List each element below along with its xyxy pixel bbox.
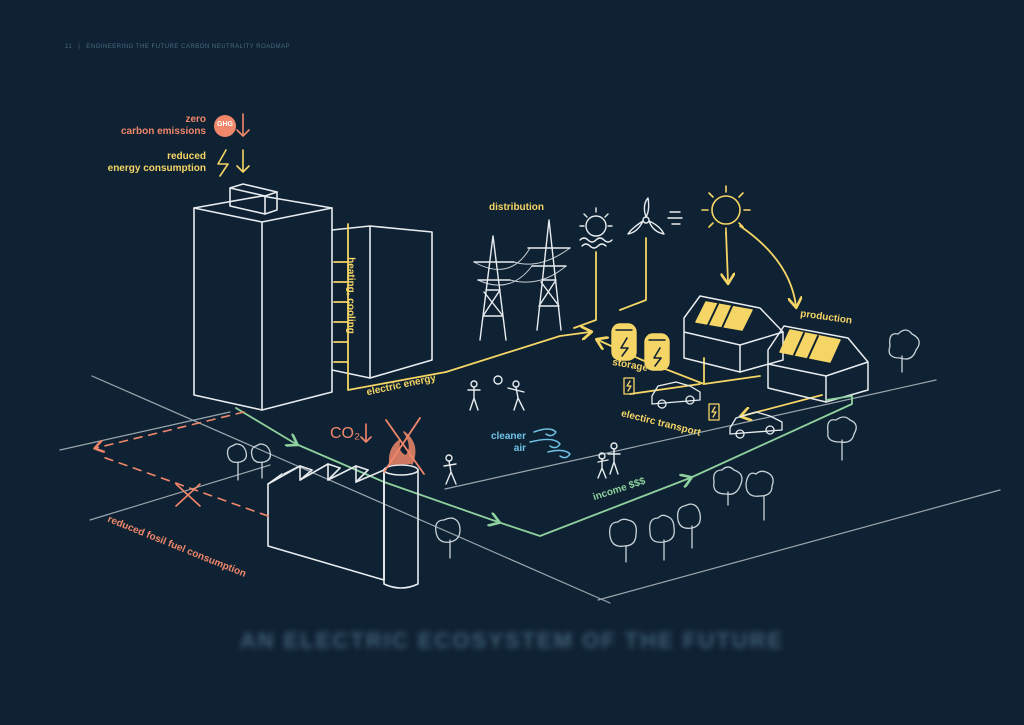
wind-turbine-icon [627,197,683,235]
zero-carbon-line1: zero [185,114,206,125]
street-lines [59,375,1001,604]
heating-cooling-lines [333,223,590,391]
trees [226,329,920,563]
pylon-right [527,219,571,331]
co2-label: CO₂ [330,425,361,442]
power-cables [473,247,571,286]
wind-icon [529,428,571,459]
fossil-cross [175,483,201,507]
ghg-badge-text: GHG [217,121,233,128]
reduced-energy-line1: reduced [167,151,206,162]
cleaner-air-line1: cleaner [490,431,526,442]
sun-water-icon [579,207,613,249]
electric-car-2 [729,411,783,439]
production-house-1 [683,295,784,373]
page-header: 11|ENGINEERING THE FUTURE CARBON NEUTRAL… [65,44,291,50]
office-building [193,183,433,411]
zero-carbon-label: zero carbon emissions [110,114,206,138]
sun-icon [701,185,751,235]
reduced-energy-line2: energy consumption [107,163,206,174]
production-house-2 [767,325,869,403]
cleaner-air-line2: air [513,443,526,454]
electric-car-1 [651,381,701,409]
figure-caption: AN ELECTRIC ECOSYSTEM OF THE FUTURE [239,628,785,653]
page-number: 11 [65,44,73,50]
pylon-left [473,235,515,341]
heating-cooling-label: heating, cooling [344,257,356,334]
factory [267,463,419,589]
co2-down-icon [360,423,372,443]
smoke-crossed [383,417,425,475]
fossil-dashed-lines [96,411,269,517]
distribution-label: distribution [489,202,544,213]
zero-carbon-line2: carbon emissions [120,126,206,137]
charger-icons [623,377,720,421]
people [443,375,621,485]
battery-storage [611,323,670,371]
energy-down-icon [217,149,250,177]
ghg-icon [214,113,250,137]
reduced-energy-label: reduced energy consumption [80,151,206,175]
cleaner-air-label: cleaner air [486,431,526,455]
running-title: ENGINEERING THE FUTURE CARBON NEUTRALITY… [86,44,291,50]
